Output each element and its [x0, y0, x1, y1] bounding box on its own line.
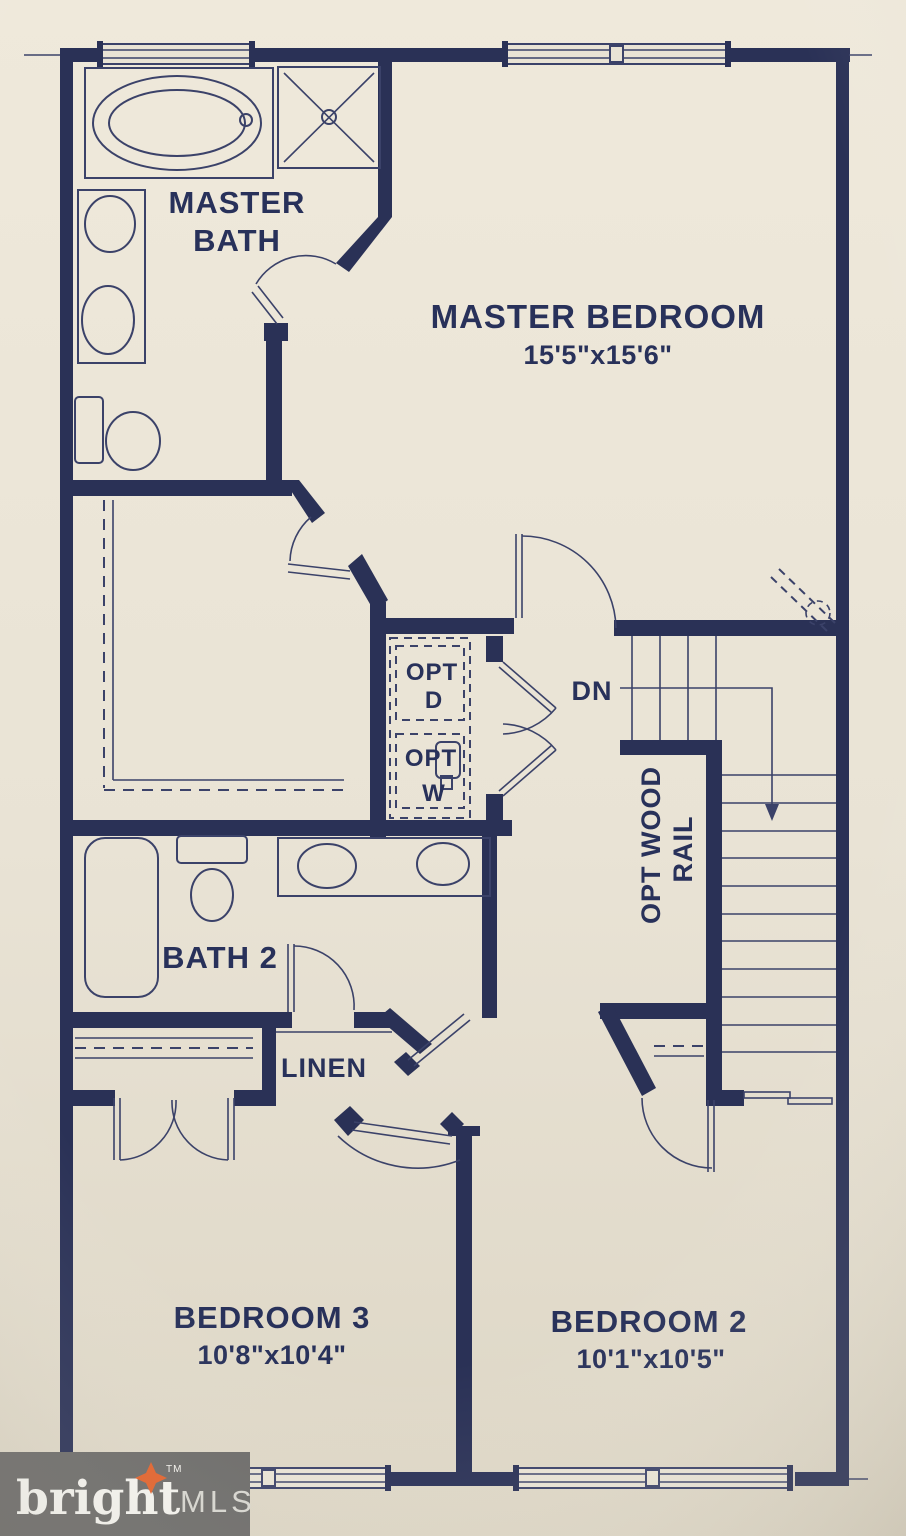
- label-opt-wood: OPT WOOD: [636, 766, 666, 924]
- label-opt-d-1: OPT: [406, 659, 458, 686]
- label-master-bath-2: BATH: [193, 223, 281, 258]
- logo-trademark: TM: [166, 1464, 182, 1475]
- logo-suffix-text: MLS: [180, 1484, 256, 1519]
- label-bedroom3-dims: 10'8"x10'4": [197, 1340, 346, 1370]
- label-bedroom3: BEDROOM 3: [174, 1300, 371, 1335]
- window-master-bedroom: [502, 41, 731, 67]
- label-rail: RAIL: [668, 816, 698, 883]
- label-bedroom2-dims: 10'1"x10'5": [576, 1344, 725, 1374]
- label-opt-w-1: OPT: [405, 745, 457, 772]
- label-bath2: BATH 2: [162, 940, 278, 975]
- label-bedroom2: BEDROOM 2: [551, 1304, 748, 1339]
- brightmls-logo: bright TM MLS: [0, 1452, 256, 1536]
- label-master-bath-1: MASTER: [169, 185, 306, 220]
- window-bedroom2: [513, 1465, 793, 1491]
- label-linen: LINEN: [281, 1053, 367, 1083]
- label-opt-d-2: D: [425, 687, 443, 714]
- window-master-bath: [97, 41, 255, 67]
- label-dn: DN: [572, 676, 613, 706]
- label-master-bedroom: MASTER BEDROOM: [431, 298, 766, 335]
- label-opt-w-2: W: [422, 780, 446, 807]
- label-master-bedroom-dims: 15'5"x15'6": [523, 340, 672, 370]
